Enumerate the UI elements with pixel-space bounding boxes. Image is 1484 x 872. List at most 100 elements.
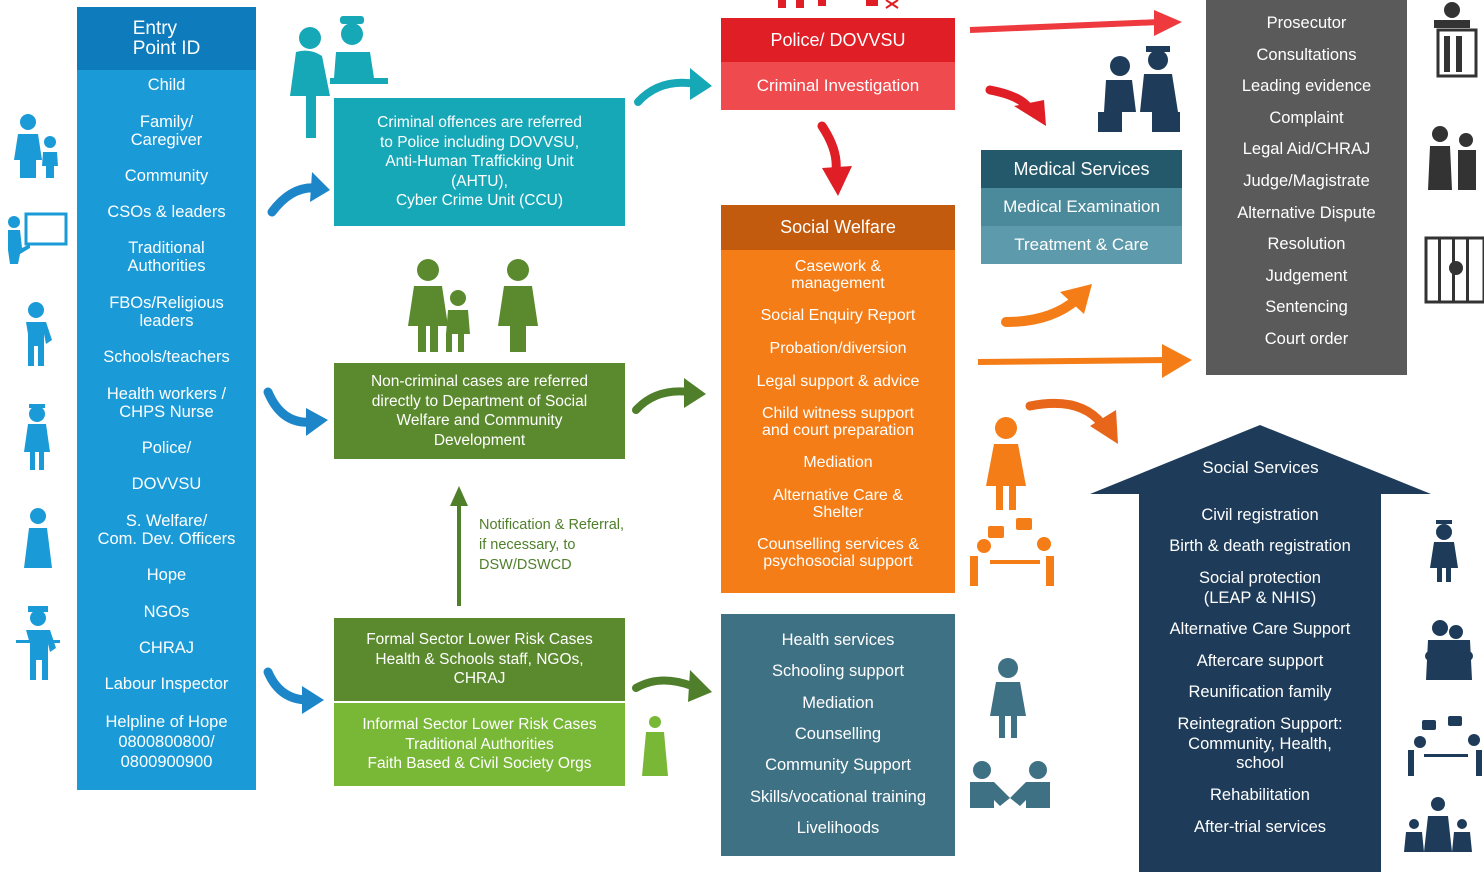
entry-item: Schools/teachers — [103, 348, 230, 366]
prosecution-item: Judge/Magistrate — [1243, 172, 1370, 190]
social-worker-dark-icon — [1430, 520, 1458, 582]
arrow-to-formal — [263, 667, 324, 714]
family-children-icon — [1404, 797, 1472, 852]
criminal-investigation-label: Criminal Investigation — [721, 62, 955, 110]
religious-leader-icon — [642, 716, 668, 776]
prosecution-item: Resolution — [1267, 235, 1346, 253]
entry-item: Child — [147, 76, 186, 94]
entry-item: FBOs/Religious leaders — [109, 294, 224, 330]
arrow-to-criminal — [267, 172, 330, 217]
clergy-icon — [24, 508, 52, 568]
social-service-item: Civil registration — [1201, 506, 1319, 524]
doctor-patient-icon — [1098, 46, 1180, 132]
judge-podium-icon — [1434, 2, 1478, 78]
arrow-notification-up — [450, 486, 468, 606]
social-welfare-item: Child witness support and court preparat… — [761, 405, 915, 439]
social-service-item: Aftercare support — [1196, 652, 1324, 670]
prosecution-panel: Prosecutor Consultations Leading evidenc… — [1206, 0, 1407, 375]
arrow-to-social-welfare — [632, 378, 706, 414]
arrest-icon — [1428, 126, 1476, 190]
entry-item: Helpline of Hope 0800800800/ 0800900900 — [105, 713, 228, 771]
social-welfare-item: Probation/diversion — [769, 340, 907, 357]
community-service-item: Skills/vocational training — [749, 788, 927, 806]
arrow-police-to-social-welfare — [817, 121, 852, 196]
prosecution-item: Consultations — [1256, 46, 1357, 64]
police-officer-icon — [16, 606, 60, 680]
woman-reporting-to-police-icon — [290, 16, 388, 138]
prosecution-item: Legal Aid/CHRAJ — [1242, 140, 1371, 158]
arrow-to-health-services — [632, 670, 712, 702]
social-welfare-panel: Casework & management Social Enquiry Rep… — [721, 250, 955, 593]
entry-item: NGOs — [143, 603, 190, 621]
medical-services-header: Medical Services — [981, 150, 1182, 188]
community-service-item: Counselling — [794, 725, 882, 743]
entry-item: Traditional Authorities — [127, 239, 206, 275]
entry-item: Police/ — [141, 439, 192, 457]
informal-sector-box: Informal Sector Lower Risk Cases Traditi… — [334, 703, 625, 786]
social-service-item: Rehabilitation — [1210, 786, 1310, 804]
formal-sector-box: Formal Sector Lower Risk Cases Health & … — [334, 618, 625, 701]
entry-point-panel: Entry Point ID Child Family/ Caregiver C… — [77, 7, 256, 790]
criminal-referral-box: Criminal offences are referred to Police… — [334, 98, 625, 226]
arrow-sw-to-social-services — [1025, 398, 1118, 444]
entry-item: CHRAJ — [138, 639, 194, 657]
entry-item: Family/ Caregiver — [130, 113, 203, 149]
mother-child-icon — [14, 114, 58, 178]
social-service-item: Reintegration Support: Community, Health… — [1177, 715, 1343, 772]
police-partial-icon — [778, 0, 899, 9]
social-services-header: Social Services — [1202, 458, 1319, 477]
handshake-icon — [970, 761, 1050, 808]
community-service-item: Health services — [781, 631, 895, 649]
non-criminal-referral-box: Non-criminal cases are referred directly… — [334, 363, 625, 459]
community-service-item: Livelihoods — [796, 819, 880, 837]
community-service-item: Mediation — [802, 694, 874, 712]
family-icon — [408, 259, 538, 352]
teacher-icon — [8, 212, 68, 264]
community-services-panel: Health services Schooling support Mediat… — [721, 614, 955, 856]
social-welfare-item: Alternative Care & Shelter — [773, 487, 903, 521]
entry-item: DOVVSU — [131, 475, 202, 493]
entry-point-header: Entry Point ID — [77, 7, 256, 70]
police-header: Police/ DOVVSU — [721, 18, 955, 62]
arrow-to-noncriminal — [263, 387, 328, 436]
entry-item: S. Welfare/ Com. Dev. Officers — [97, 512, 236, 548]
social-welfare-header: Social Welfare — [721, 205, 955, 250]
social-services-panel: Civil registration Birth & death registr… — [1139, 494, 1381, 872]
community-service-item: Schooling support — [771, 662, 905, 680]
prosecution-item: Alternative Dispute — [1237, 204, 1376, 222]
arrow-sw-to-prosecutor — [977, 344, 1192, 378]
social-welfare-item: Legal support & advice — [756, 373, 920, 390]
entry-item: Health workers / CHPS Nurse — [106, 385, 227, 421]
social-service-item: Social protection (LEAP & NHIS) — [1199, 569, 1321, 607]
prosecution-item: Prosecutor — [1266, 14, 1347, 32]
social-service-item: Alternative Care Support — [1169, 620, 1351, 638]
notification-referral-label: Notification & Referral, if necessary, t… — [479, 517, 625, 573]
medical-examination-label: Medical Examination — [981, 188, 1182, 226]
community-service-item: Community Support — [765, 756, 911, 774]
arrow-police-to-prosecutor — [969, 10, 1182, 36]
social-service-item: Birth & death registration — [1169, 537, 1351, 555]
social-welfare-item: Social Enquiry Report — [760, 307, 916, 324]
social-service-item: After-trial services — [1193, 818, 1327, 836]
meeting-icon — [1408, 716, 1482, 776]
health-worker-icon — [24, 404, 50, 470]
entry-item: Hope — [146, 566, 187, 584]
arrow-sw-to-medical — [1001, 284, 1092, 327]
prosecution-item: Leading evidence — [1241, 77, 1372, 95]
entry-item: Labour Inspector — [104, 675, 229, 693]
family-group-icon — [1425, 620, 1473, 680]
community-leader-icon — [26, 302, 52, 366]
social-welfare-item: Mediation — [803, 454, 873, 471]
prosecution-item: Complaint — [1269, 109, 1344, 127]
entry-item: Community — [124, 167, 209, 185]
prosecution-item: Sentencing — [1265, 298, 1348, 316]
entry-item: CSOs & leaders — [107, 203, 226, 221]
prosecution-item: Judgement — [1265, 267, 1348, 285]
prosecution-item: Court order — [1264, 330, 1349, 348]
arrow-to-police — [634, 68, 712, 106]
counselling-session-icon — [970, 518, 1054, 586]
social-service-item: Reunification family — [1188, 683, 1332, 701]
arrow-police-to-medical — [985, 85, 1046, 126]
prison-icon — [1424, 236, 1484, 304]
